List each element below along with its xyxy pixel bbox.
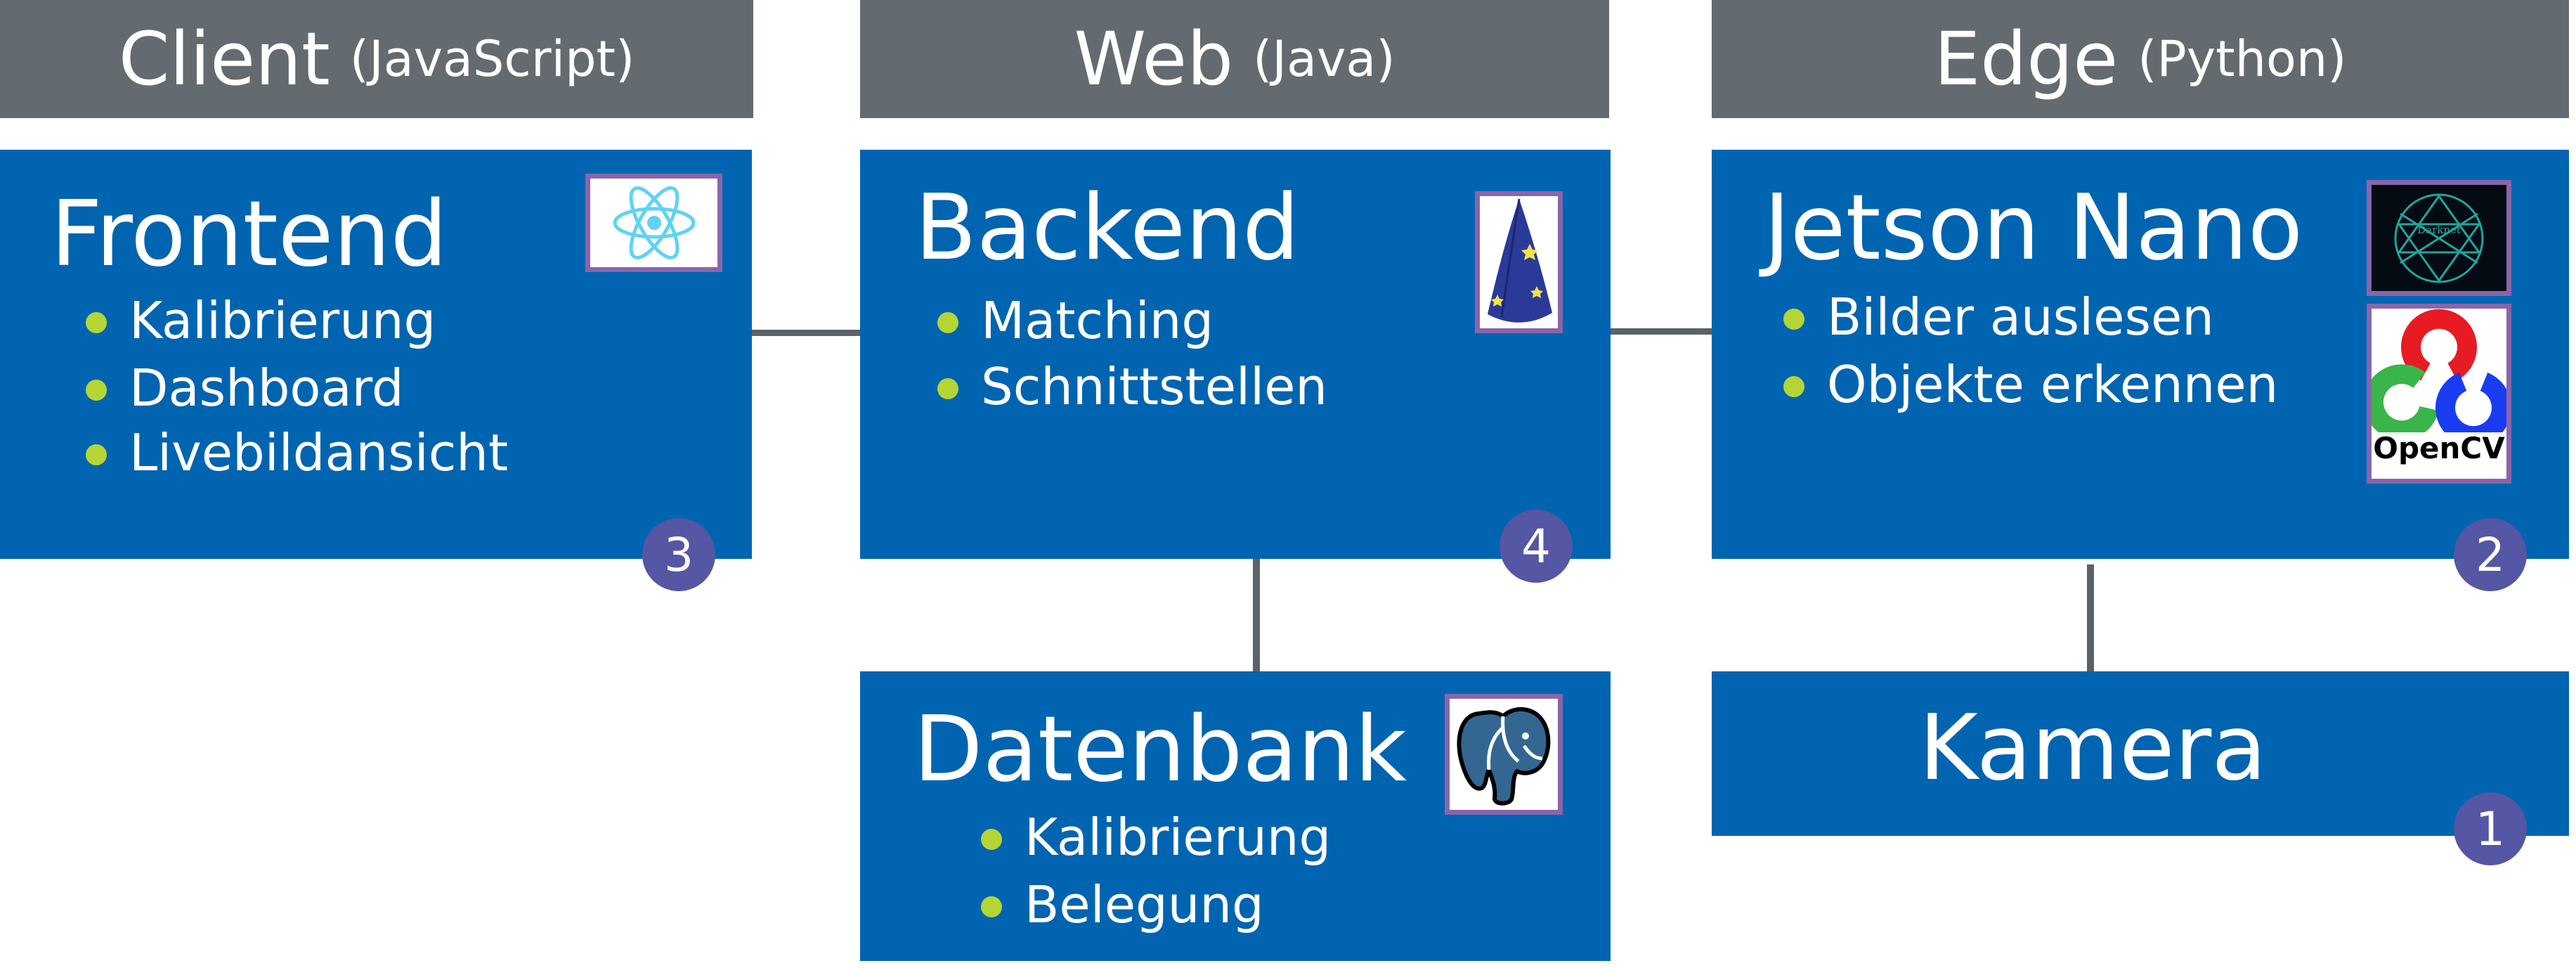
jetson-nano-title: Jetson Nano xyxy=(1764,176,2303,280)
bullet-dot xyxy=(981,829,1002,850)
backend-feature-list: Matching Schnittstellen xyxy=(937,295,1327,412)
opencv-wordmark: OpenCV xyxy=(2373,431,2505,465)
wizard-hat-icon xyxy=(1487,198,1552,323)
backend-title: Backend xyxy=(915,176,1300,280)
connector-backend-jetson xyxy=(1611,328,1713,335)
list-item: Matching xyxy=(937,295,1327,346)
list-item: Dashboard xyxy=(86,363,508,413)
bullet-dot xyxy=(937,378,958,399)
datenbank-box: Datenbank Kalibrierung Belegung xyxy=(860,671,1611,961)
header-edge-language: (Python) xyxy=(2138,30,2347,88)
jetson-item-2: Objekte erkennen xyxy=(1827,355,2279,414)
list-item: Kalibrierung xyxy=(981,812,1331,863)
kamera-box: Kamera 1 xyxy=(1712,671,2569,865)
darknet-text: Darknet xyxy=(2417,224,2461,236)
react-logo xyxy=(585,174,722,272)
postgresql-elephant-icon xyxy=(1457,706,1551,806)
frontend-item-2: Dashboard xyxy=(129,359,404,418)
bullet-dot xyxy=(1783,376,1804,397)
list-item: Belegung xyxy=(981,879,1331,930)
list-item: Objekte erkennen xyxy=(1783,359,2278,410)
kamera-title: Kamera xyxy=(1919,696,2267,801)
frontend-box: Frontend Kalibrierung Dashboard Livebild… xyxy=(0,150,752,591)
step-badge-1: 1 xyxy=(2454,792,2527,865)
header-client: Client (JavaScript) xyxy=(0,0,753,118)
postgresql-logo xyxy=(1445,694,1563,815)
datenbank-title: Datenbank xyxy=(913,697,1407,802)
bullet-dot xyxy=(981,896,1002,917)
opencv-logo: OpenCV xyxy=(2367,304,2511,484)
list-item: Bilder auslesen xyxy=(1783,292,2278,342)
header-web-title: Web xyxy=(1074,16,1234,102)
bullet-dot xyxy=(86,312,107,333)
react-icon xyxy=(613,186,695,260)
frontend-title: Frontend xyxy=(51,182,448,287)
frontend-feature-list: Kalibrierung Dashboard Livebildansicht xyxy=(86,295,508,478)
list-item: Kalibrierung xyxy=(86,295,508,346)
step-badge-4: 4 xyxy=(1500,510,1573,583)
datenbank-feature-list: Kalibrierung Belegung xyxy=(981,812,1331,930)
step-badge-3: 3 xyxy=(642,518,715,591)
opencv-icon xyxy=(2372,309,2506,432)
backend-item-1: Matching xyxy=(981,291,1214,350)
frontend-item-1: Kalibrierung xyxy=(129,291,436,350)
wizard-logo xyxy=(1475,191,1563,333)
bullet-dot xyxy=(86,380,107,401)
bullet-dot xyxy=(86,444,107,465)
darknet-logo: Darknet xyxy=(2367,180,2511,296)
datenbank-item-2: Belegung xyxy=(1024,875,1264,934)
backend-box: Backend Matching Schnittstellen 4 xyxy=(860,150,1611,583)
list-item: Livebildansicht xyxy=(86,427,508,478)
list-item: Schnittstellen xyxy=(937,361,1327,412)
jetson-nano-box: Jetson Nano Bilder auslesen Objekte erke… xyxy=(1712,150,2569,591)
connector-backend-datenbank xyxy=(1253,559,1260,671)
header-client-language: (JavaScript) xyxy=(349,30,635,88)
connector-jetson-kamera xyxy=(2087,564,2094,671)
bullet-dot xyxy=(1783,309,1804,330)
header-edge: Edge (Python) xyxy=(1712,0,2569,118)
frontend-item-3: Livebildansicht xyxy=(129,423,509,482)
datenbank-item-1: Kalibrierung xyxy=(1024,808,1332,867)
connector-frontend-backend xyxy=(752,330,861,336)
header-web: Web (Java) xyxy=(860,0,1609,118)
header-client-title: Client xyxy=(118,16,330,102)
header-edge-title: Edge xyxy=(1934,16,2119,102)
jetson-item-1: Bilder auslesen xyxy=(1827,288,2214,347)
backend-item-2: Schnittstellen xyxy=(981,357,1327,416)
darknet-icon: Darknet xyxy=(2394,193,2484,283)
jetson-feature-list: Bilder auslesen Objekte erkennen xyxy=(1783,292,2278,410)
header-web-language: (Java) xyxy=(1253,30,1396,88)
step-badge-2: 2 xyxy=(2454,518,2527,591)
bullet-dot xyxy=(937,312,958,333)
